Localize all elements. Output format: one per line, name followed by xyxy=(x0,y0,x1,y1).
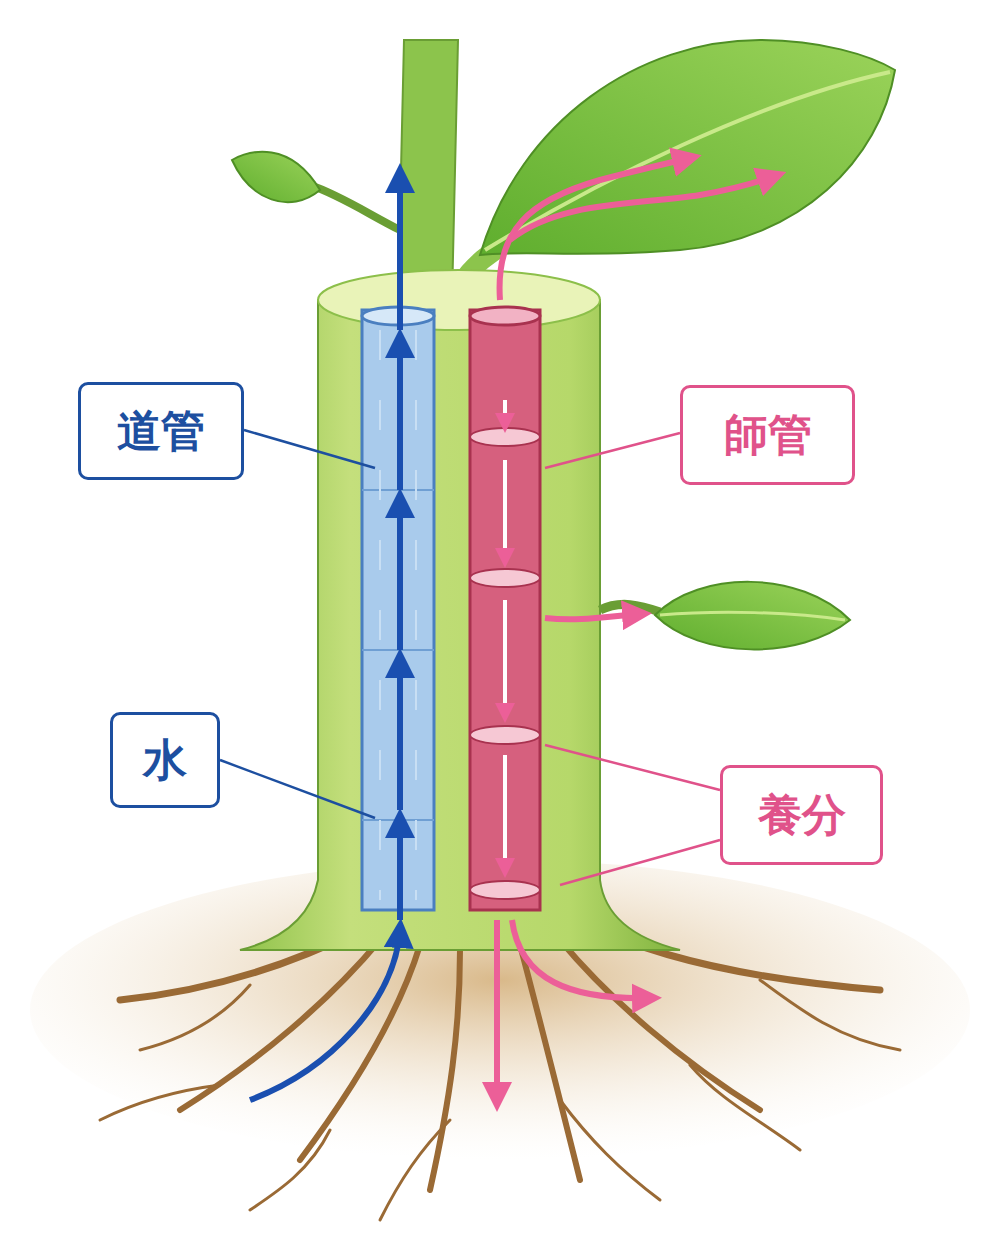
roots-part xyxy=(140,985,250,1050)
stem-body xyxy=(240,270,680,950)
roots-part xyxy=(250,1130,330,1210)
leader-lines-part xyxy=(220,760,375,818)
xylem-tube-part xyxy=(380,330,416,900)
nutrient-arrows-part xyxy=(510,176,775,240)
label-text: 水 xyxy=(143,736,187,784)
leaf-small-right-part xyxy=(660,612,845,620)
nutrient-arrows-part xyxy=(503,600,507,715)
roots-part xyxy=(690,1065,800,1150)
phloem-tube-part xyxy=(470,307,540,325)
roots-part xyxy=(760,980,900,1050)
nutrient-arrows xyxy=(497,158,775,1100)
label-box: 養分 xyxy=(720,765,883,865)
leaf-large-part xyxy=(480,40,895,255)
roots-part xyxy=(430,950,460,1190)
label-text: 道管 xyxy=(117,407,205,455)
nutrient-arrows-part xyxy=(503,400,507,425)
xylem-tube-part xyxy=(362,490,434,820)
water-arrows-part xyxy=(397,820,403,920)
nutrient-arrows-part xyxy=(503,755,507,870)
phloem-tube-part xyxy=(470,428,540,446)
label-text: 師管 xyxy=(724,411,812,459)
leader-lines-part xyxy=(545,433,680,468)
leaf-small-left-part xyxy=(310,185,400,230)
upper-stem xyxy=(398,40,530,300)
label-box: 水 xyxy=(110,712,220,808)
label-text: 養分 xyxy=(758,791,846,839)
leader-lines-part xyxy=(244,430,375,468)
nutrient-arrows-part xyxy=(545,614,640,619)
stem-body-part xyxy=(318,270,600,330)
nutrient-arrows-part xyxy=(503,460,507,560)
water-arrows-part xyxy=(397,500,403,650)
leader-lines xyxy=(220,430,720,885)
label-box: 道管 xyxy=(78,382,244,480)
water-arrows-part xyxy=(250,930,400,1100)
xylem-tube xyxy=(362,307,434,910)
roots-part xyxy=(560,1100,660,1200)
phloem-tube-part xyxy=(470,310,540,910)
roots-part xyxy=(300,945,420,1160)
phloem-tube xyxy=(470,307,540,910)
stem-body-part xyxy=(240,300,680,950)
roots-part xyxy=(560,940,760,1110)
label-box: 師管 xyxy=(680,385,855,485)
leaf-small-left-part xyxy=(232,152,320,202)
leader-lines-part xyxy=(560,840,720,885)
phloem-tube-part xyxy=(470,569,540,587)
water-arrows-part xyxy=(397,175,403,330)
phloem-tube-part xyxy=(470,881,540,899)
leaf-small-left xyxy=(232,152,400,230)
leader-lines-part xyxy=(545,745,720,790)
roots-part xyxy=(380,1120,450,1220)
leaf-small-right-part xyxy=(600,604,660,612)
water-arrows-part xyxy=(397,660,403,810)
upper-stem-part xyxy=(398,40,458,300)
nutrient-arrows-part xyxy=(512,920,650,998)
leaf-small-right-part xyxy=(655,582,850,650)
phloem-tube-part xyxy=(470,726,540,744)
water-arrows xyxy=(250,175,400,1100)
leaf-large xyxy=(480,40,895,255)
nutrient-arrows-part xyxy=(494,920,500,1100)
water-arrows-part xyxy=(397,340,403,490)
roots-part xyxy=(100,1085,220,1120)
